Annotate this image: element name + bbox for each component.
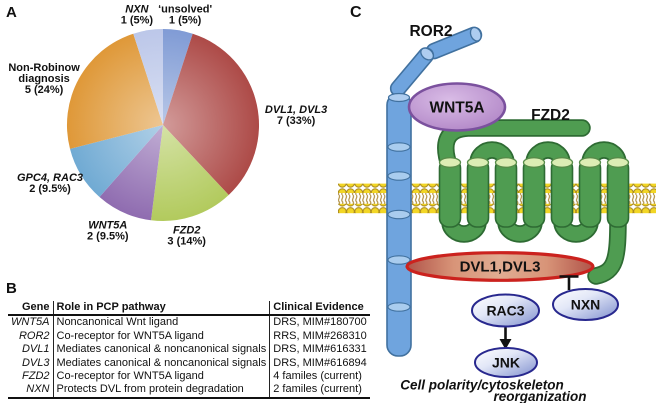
pie-slice-name-label: Non-Robinow [8,62,80,74]
dvl-ellipse [405,251,595,282]
wnt5a-ligand-ellipse [407,82,507,132]
table-cell: 4 familes (current) [269,370,370,384]
rac3-node-ellipse [471,293,540,328]
pie-slice-2 [151,125,229,221]
table-cell: FZD2 [22,370,50,383]
pie-slice-name-label: NXN [125,4,149,16]
table-cell: Mediates canonical & noncanonical signal… [52,343,270,357]
pie-slice-5 [66,33,163,149]
pie-slice-3 [99,125,163,221]
table-cell: DVL1 [21,343,50,356]
table-cell: DRS, MIM#616894 [269,356,370,371]
jnk-node-ellipse [474,347,538,378]
pie-slice-count-label: 5 (24%) [25,84,64,96]
fzd2-helix-caps [438,157,630,168]
table-header-cell: Gene [8,301,53,317]
pie-slice-name-label: FZD2 [173,225,201,237]
table-cell: WNT5A [11,316,50,329]
fzd2-label: FZD2 [531,107,570,124]
pie-slice-count-label: 1 (5%) [169,15,202,27]
table-cell: Co-receptor for WNT5A ligand [52,329,270,344]
fzd2-transmembrane-helices [438,158,630,228]
ror2-domain-joints [387,142,411,312]
pie-slice-count-label: 7 (33%) [277,115,316,127]
table-header-cell: Clinical Evidence [269,301,370,317]
pie-slice-name-label: ‘unsolved' [158,4,212,16]
panel-b-letter: B [6,280,17,297]
nxn-label: NXN [571,297,601,313]
pie-slice-count-label: 3 (14%) [167,236,206,248]
table-cell: ROR2 [18,329,50,342]
table-cell: RRS, MIM#268310 [269,329,370,344]
pie-slice-6 [133,28,163,126]
pie-slice-1 [163,33,260,196]
dvl-label: DVL1,DVL3 [460,259,541,276]
nxn-node-ellipse [552,288,619,321]
table-cell: Protects DVL from protein degradation [52,383,270,398]
ror2-stalk [386,93,412,357]
table-cell: DVL3 [21,356,50,369]
table-cell: Co-receptor for WNT5A ligand [52,370,270,384]
pie-slice-name-label: diagnosis [18,73,69,85]
pie-slice-count-label: 2 (9.5%) [29,183,71,195]
pie-slice-name-label: WNT5A [88,220,127,232]
panel-a-letter: A [6,4,17,21]
wnt5a-label: WNT5A [429,100,484,117]
pie-slice-count-label: 2 (9.5%) [87,231,129,243]
outcome-text-line1: Cell polarity/cytoskeleton [400,378,564,393]
table-cell: 2 familes (current) [269,383,370,398]
table-cell: Noncanonical Wnt ligand [52,315,270,330]
pie-slice-0 [163,28,193,126]
pie-slice-name-label: DVL1, DVL3 [265,104,327,116]
table-cell: NXN [26,383,50,396]
table-header-cell: Role in PCP pathway [52,301,270,317]
pie-slice-count-label: 1 (5%) [121,15,154,27]
jnk-label: JNK [492,355,520,371]
pie-slice-4 [70,125,163,197]
outcome-text-line2: reorganization [493,389,586,403]
nxn-inhibition-tbar [559,275,579,290]
rac3-label: RAC3 [486,303,524,319]
panel-c-letter: C [350,4,362,21]
ror2-receptor [386,26,483,357]
table-cell: DRS, MIM#616331 [269,343,370,357]
rac3-to-jnk-arrow [499,327,512,350]
pie-slice-name-label: GPC4, RAC3 [17,172,83,184]
table-cell: DRS, MIM#180700 [269,315,370,330]
table-cell: Mediates canonical & noncanonical signal… [52,356,270,371]
wnt5a-pcp-pathway-diagram: C ROR2 WNT5A FZD2 DVL1,DVL3 NXN RAC3 JNK… [338,4,656,403]
ror2-label: ROR2 [409,23,452,40]
